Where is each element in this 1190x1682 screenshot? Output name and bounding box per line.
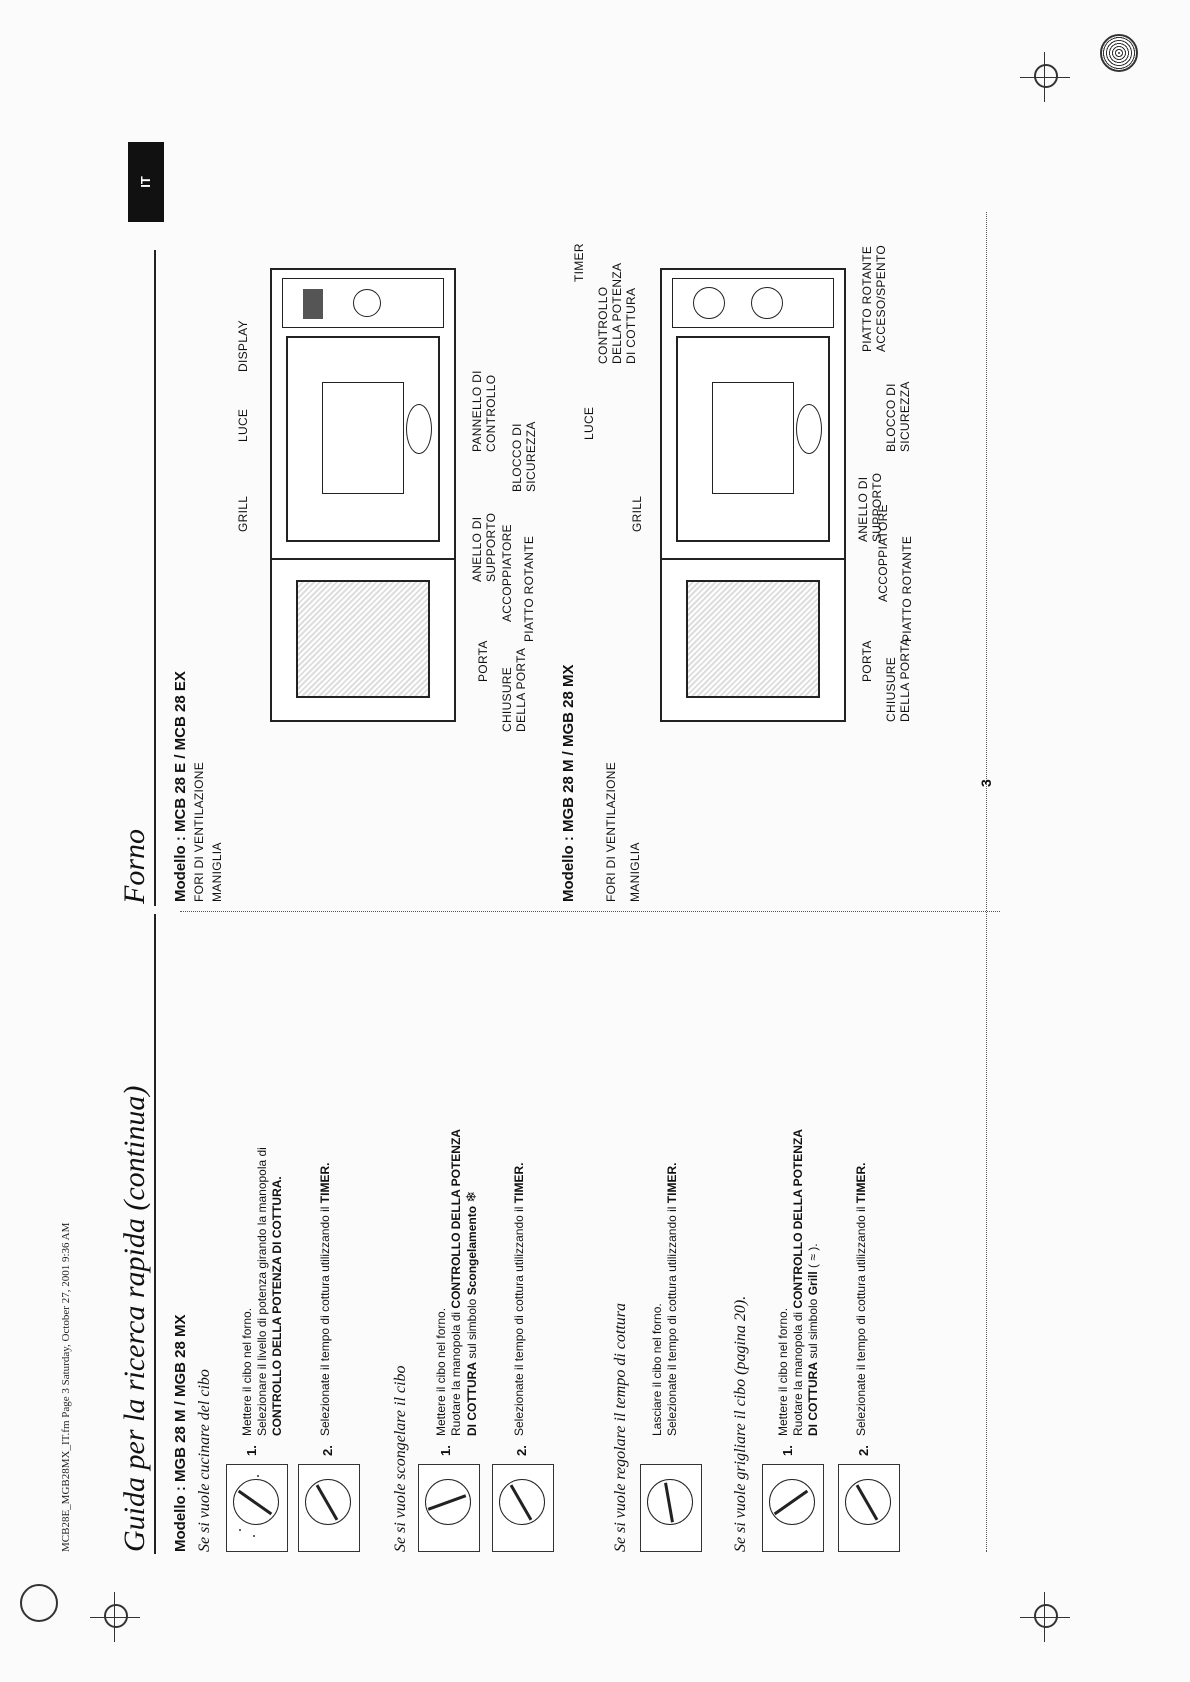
section-heading-cook: Se si vuole cucinare del cibo — [196, 1369, 213, 1552]
step-text-grill-1: Mettere il cibo nel forno. Ruotare la ma… — [776, 1129, 820, 1436]
control-panel — [282, 278, 444, 328]
label-fori: FORI DI VENTILAZIONE — [604, 761, 618, 902]
oven-diagram-2 — [660, 268, 846, 722]
column-separator — [180, 911, 1000, 912]
oven-cavity — [286, 336, 440, 542]
title-rule — [154, 250, 156, 906]
turntable — [406, 404, 432, 454]
language-tab: IT — [128, 142, 164, 222]
step-text-grill-2: Selezionate il tempo di cottura utilizza… — [854, 1162, 868, 1436]
bottom-dotted-rule — [986, 212, 987, 1552]
registration-mark-icon — [1100, 34, 1138, 72]
dial-illustration-power — [226, 1464, 288, 1552]
label-luce: LUCE — [236, 408, 250, 442]
step-text-defrost-1: Mettere il cibo nel forno. Ruotare la ma… — [434, 1129, 479, 1436]
diagram2-model-heading: Modello : MGB 28 M / MGB 28 MX — [560, 664, 577, 902]
turntable — [796, 404, 822, 454]
label-fori: FORI DI VENTILAZIONE — [192, 761, 206, 902]
label-accoppiatore: ACCOPPIATORE — [500, 524, 514, 622]
step-number: 2. — [320, 1445, 335, 1456]
left-page-title: Guida per la ricerca rapida (continua) — [118, 1085, 151, 1552]
right-page-title: Forno — [118, 829, 151, 904]
step-text-time-1: Lasciare il cibo nel forno. Selezionate … — [650, 1162, 679, 1436]
dial-illustration-timer — [298, 1464, 360, 1552]
label-piatto: PIATTO ROTANTE — [900, 535, 914, 642]
crosshair-mark-icon — [1020, 52, 1070, 102]
dial-illustration-power — [418, 1464, 480, 1552]
step-number: 1. — [244, 1445, 259, 1456]
left-model-heading: Modello : MGB 28 M / MGB 28 MX — [172, 1314, 189, 1552]
label-maniglia: MANIGLIA — [628, 842, 642, 902]
page-number: 3 — [978, 779, 994, 787]
label-porta: PORTA — [476, 640, 490, 682]
dial-illustration-timer — [492, 1464, 554, 1552]
crosshair-mark-icon — [1020, 1592, 1070, 1642]
step-text-cook-1: Mettere il cibo nel forno. Selezionare i… — [240, 1147, 284, 1436]
label-timer: TIMER — [572, 243, 586, 282]
file-header-line: MCB28E_MGB28MX_IT.fm Page 3 Saturday, Oc… — [60, 1222, 72, 1552]
dial-illustration-timer — [640, 1464, 702, 1552]
step-number: 1. — [438, 1445, 453, 1456]
oven-door — [272, 558, 454, 720]
oven-diagram-1 — [270, 268, 456, 722]
door-window — [296, 580, 430, 698]
diagram1-model-heading: Modello : MCB 28 E / MCB 28 EX — [172, 671, 189, 902]
section-heading-grill: Se si vuole grigliare il cibo (pagina 20… — [732, 1295, 749, 1552]
door-window — [686, 580, 820, 698]
control-panel — [672, 278, 834, 328]
label-grill: GRILL — [630, 495, 644, 532]
label-porta: PORTA — [860, 640, 874, 682]
label-luce: LUCE — [582, 406, 596, 440]
label-display: DISPLAY — [236, 320, 250, 372]
oven-cavity — [676, 336, 830, 542]
step-number: 1. — [780, 1445, 795, 1456]
label-accoppiatore: ACCOPPIATORE — [876, 504, 890, 602]
label-piatto: PIATTO ROTANTE — [522, 535, 536, 642]
dial-illustration-power — [762, 1464, 824, 1552]
step-number: 2. — [856, 1445, 871, 1456]
step-text-defrost-2: Selezionate il tempo di cottura utilizza… — [512, 1162, 526, 1436]
oven-door — [662, 558, 844, 720]
label-maniglia: MANIGLIA — [210, 842, 224, 902]
section-heading-defrost: Se si vuole scongelare il cibo — [392, 1365, 409, 1552]
step-number: 2. — [514, 1445, 529, 1456]
crosshair-mark-icon — [90, 1592, 140, 1642]
defrost-symbol-icon: ❄ — [463, 1190, 479, 1203]
section-heading-time: Se si vuole regolare il tempo di cottura — [612, 1303, 629, 1552]
label-grill: GRILL — [236, 495, 250, 532]
dial-illustration-timer — [838, 1464, 900, 1552]
registration-mark-icon — [20, 1584, 58, 1622]
step-text-cook-2: Selezionate il tempo di cottura utilizza… — [318, 1162, 332, 1436]
title-rule — [154, 914, 156, 1554]
